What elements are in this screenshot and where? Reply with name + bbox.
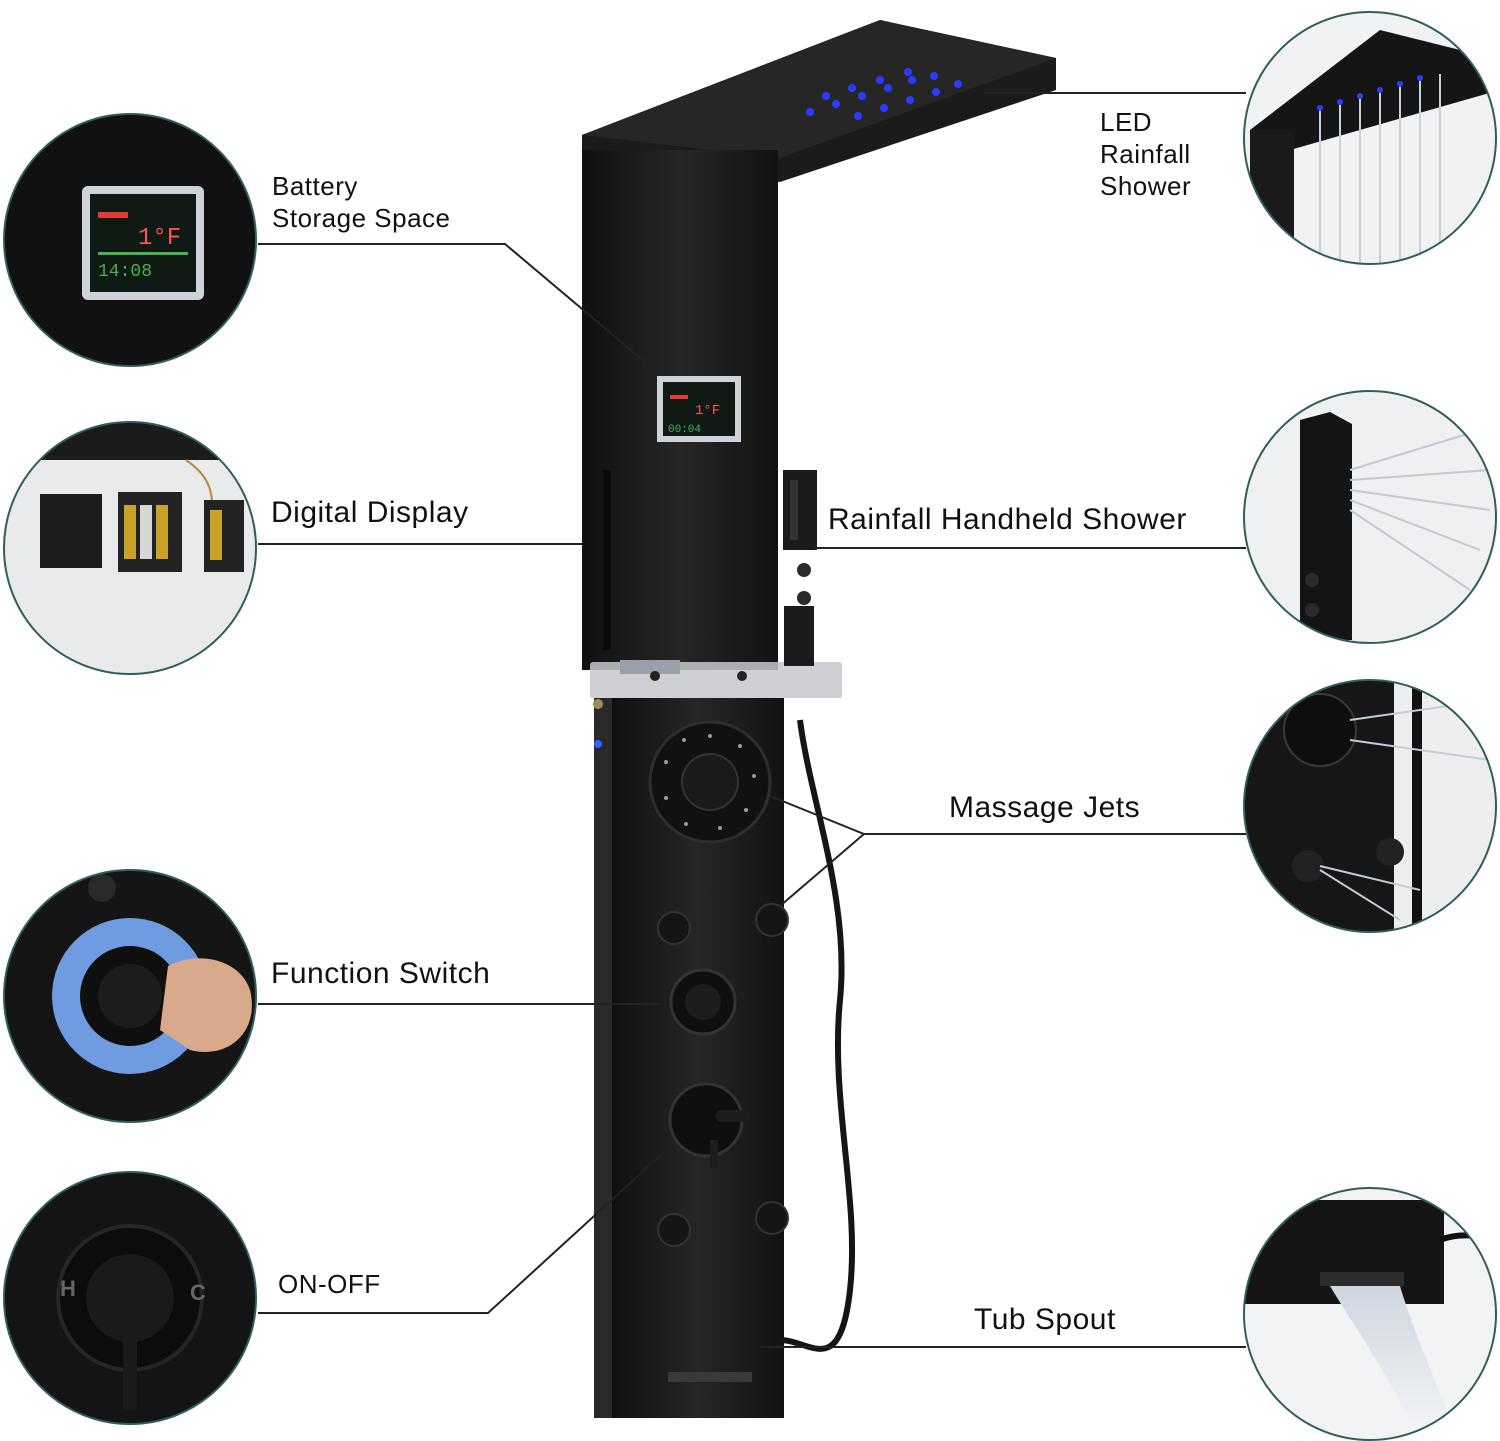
- tub-spout: [668, 1372, 752, 1382]
- function-switch-label: Function Switch: [271, 957, 491, 990]
- on-off-label: ON-OFF: [278, 1269, 381, 1299]
- massage-jets-label: Massage Jets: [949, 791, 1141, 824]
- massage-jets-closeup: [1243, 679, 1497, 933]
- led-label: LED Rainfall Shower: [1100, 107, 1192, 201]
- svg-text:1°F: 1°F: [138, 225, 181, 252]
- led-lights: [806, 68, 962, 120]
- battery-compartment-closeup: [3, 421, 257, 675]
- handheld-spray-closeup: [1243, 390, 1497, 644]
- svg-text:H: H: [60, 1276, 76, 1301]
- tub-spout-closeup: [1243, 1187, 1497, 1441]
- svg-text:00:04: 00:04: [668, 424, 701, 436]
- shower-panel: 1°F 00:04: [582, 20, 1056, 1418]
- led-rainfall-closeup: [1243, 11, 1497, 265]
- tub-spout-label: Tub Spout: [974, 1303, 1116, 1336]
- massage-jet: [657, 903, 789, 1247]
- svg-text:C: C: [190, 1280, 206, 1305]
- on-off-closeup: H C: [3, 1171, 257, 1425]
- handheld-shower: [783, 470, 817, 550]
- digital-display-label: Digital Display: [271, 496, 469, 529]
- function-switch-closeup: [3, 869, 257, 1123]
- digital-display-closeup: 1°F 14:08: [3, 113, 257, 367]
- svg-text:1°F: 1°F: [695, 403, 720, 419]
- handheld-shower-label: Rainfall Handheld Shower: [828, 503, 1187, 536]
- svg-text:14:08: 14:08: [98, 262, 152, 282]
- callout-lines: [258, 92, 1246, 1348]
- battery-label: Battery Storage Space: [272, 171, 451, 233]
